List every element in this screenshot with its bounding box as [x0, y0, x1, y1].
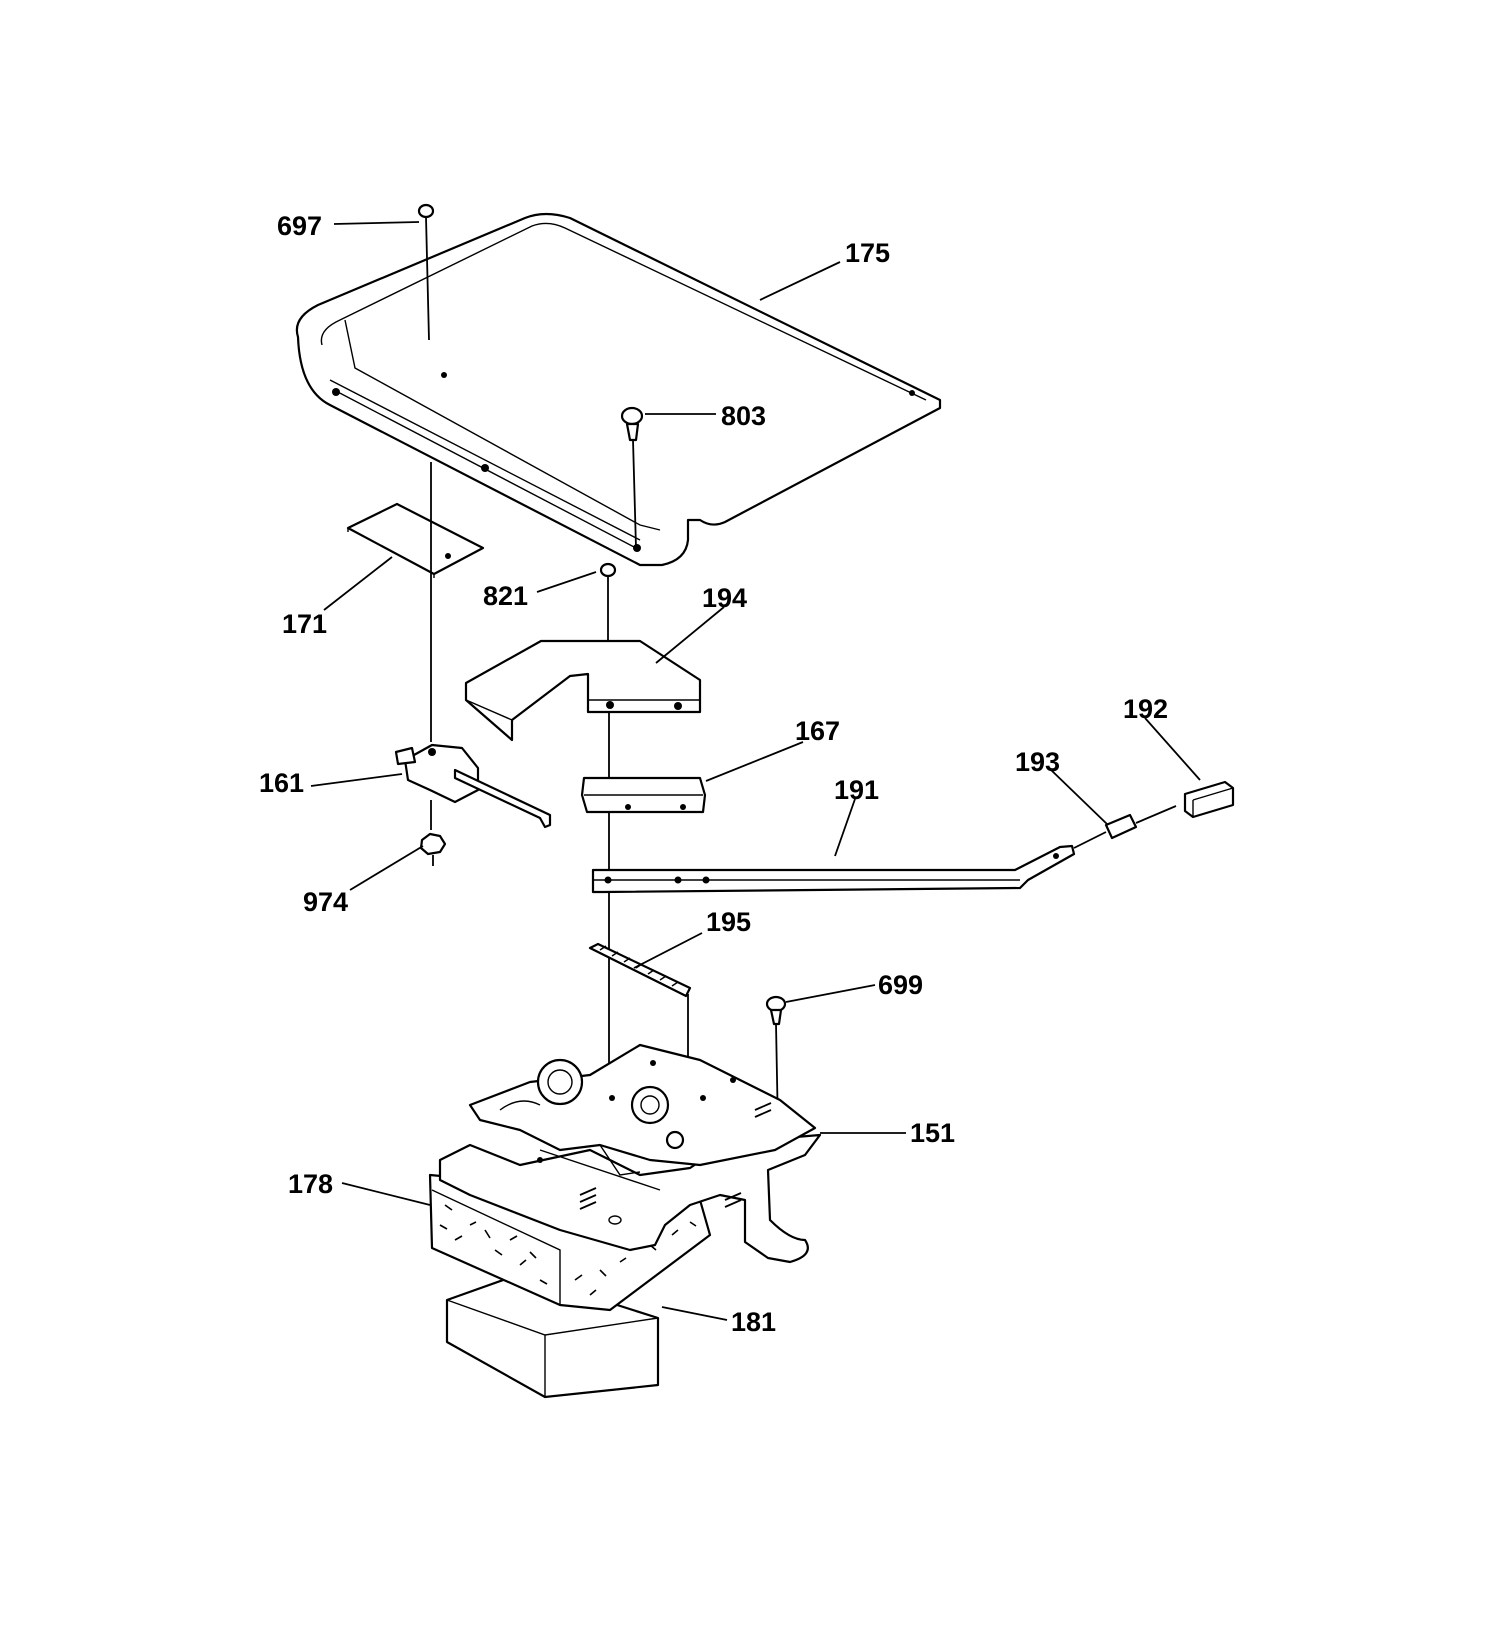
cap-192 [1183, 780, 1235, 819]
switch-161 [394, 743, 552, 830]
callout-821: 821 [483, 581, 528, 611]
clip-167 [580, 776, 707, 870]
callout-195: 195 [706, 907, 751, 937]
callout-974: 974 [303, 887, 348, 917]
callout-191: 191 [834, 775, 879, 805]
callout-171: 171 [282, 609, 327, 639]
screw-803 [620, 406, 644, 549]
link-193 [1073, 805, 1177, 849]
cover-plate-175 [295, 212, 942, 567]
bracket-194 [464, 639, 702, 778]
callout-803: 803 [721, 401, 766, 431]
callout-178: 178 [288, 1169, 333, 1199]
nut-974 [419, 832, 447, 866]
callout-175: 175 [845, 238, 890, 268]
callout-161: 161 [259, 768, 304, 798]
callout-697: 697 [277, 211, 322, 241]
callout-181: 181 [731, 1307, 776, 1337]
screw-697 [417, 203, 435, 341]
screw-821 [599, 562, 617, 700]
callout-193: 193 [1015, 747, 1060, 777]
callout-194: 194 [702, 583, 747, 613]
callout-labels: 697 175 803 171 821 194 192 167 193 161 … [259, 211, 1168, 1337]
plate-171 [346, 462, 485, 742]
lever-191 [591, 844, 1076, 1080]
callout-699: 699 [878, 970, 923, 1000]
callout-167: 167 [795, 716, 840, 746]
latch-assembly-151 [438, 1043, 822, 1264]
callout-151: 151 [910, 1118, 955, 1148]
callout-192: 192 [1123, 694, 1168, 724]
leader-lines [310, 221, 1201, 1321]
